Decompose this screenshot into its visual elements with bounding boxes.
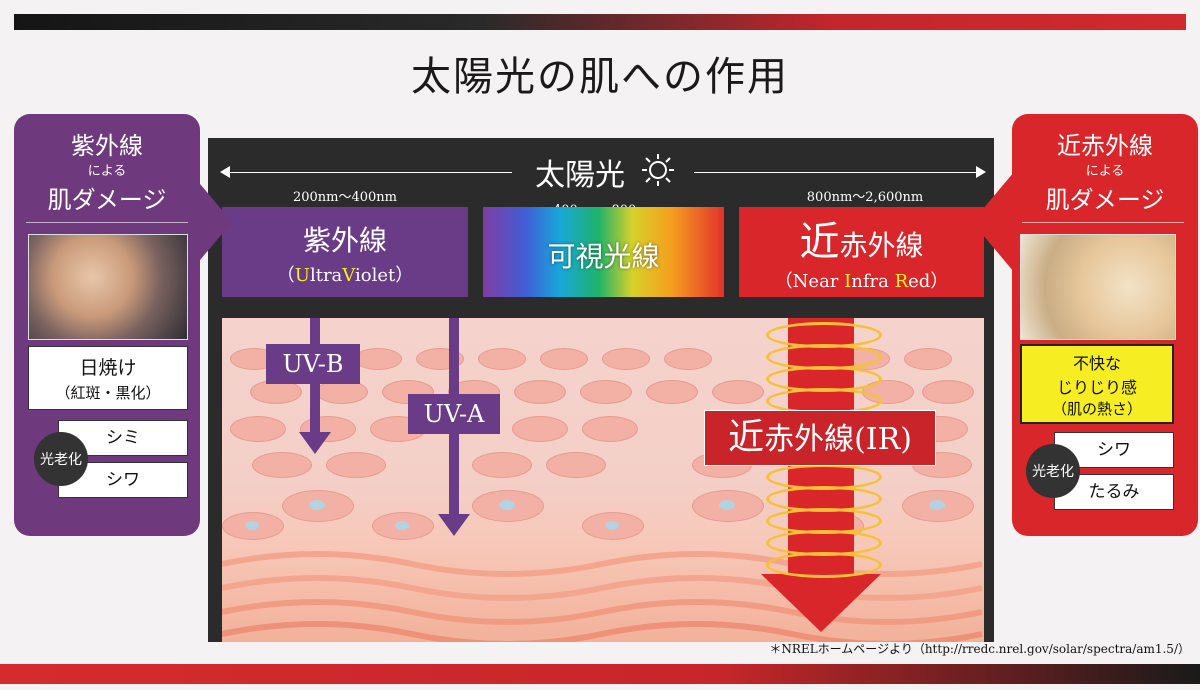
- ir-arrow-label: 近赤外線(IR): [704, 410, 936, 466]
- uv-band-subtitle: （UltraViolet）: [276, 265, 414, 286]
- source-footnote: ＊NRELホームページより（http://rredc.nrel.gov/sola…: [769, 642, 1190, 656]
- top-decor-bar: [14, 14, 1186, 30]
- ir-range-label: 800nm～2,600nm: [806, 190, 924, 205]
- visible-band: 可視光線: [483, 207, 724, 297]
- ir-arrow-head: [761, 574, 881, 632]
- visible-band-title: 可視光線: [547, 240, 660, 273]
- sun-title: 太陽光: [535, 158, 625, 193]
- right-panel-heading: 近赤外線: [1057, 132, 1153, 160]
- right-panel-pointer: [972, 172, 1014, 272]
- bottom-decor-bar: [0, 664, 1200, 684]
- uv-band: 紫外線 （UltraViolet）: [222, 207, 468, 297]
- heat-discomfort-box: 不快な じりじり感 （肌の熱さ）: [1020, 344, 1174, 424]
- photoaging-badge-left: 光老化: [34, 432, 88, 486]
- left-panel-subheading: による: [87, 164, 127, 179]
- uva-arrow-head: [438, 514, 470, 536]
- ir-band-title: 近赤外線: [799, 219, 924, 265]
- heat-discomfort-photo: [1020, 234, 1176, 340]
- photoaging-wrinkles-left: シワ: [58, 462, 188, 498]
- uv-range-label: 200nm～400nm: [292, 190, 398, 205]
- right-panel-rule: [1022, 222, 1184, 223]
- uvb-label: UV-B: [266, 344, 360, 384]
- left-panel-pointer: [190, 172, 232, 272]
- sunburn-photo: [28, 234, 188, 340]
- uv-band-title: 紫外線: [302, 224, 387, 257]
- ir-band: 近赤外線 （Near Infra Red）: [739, 207, 984, 297]
- sunburn-box: 日焼け （紅斑・黒化）: [28, 346, 188, 410]
- ir-band-subtitle: （Near Infra Red）: [774, 271, 949, 292]
- uvb-arrow-head: [299, 432, 331, 454]
- uva-label: UV-A: [408, 394, 500, 434]
- right-panel-subheading: による: [1085, 164, 1125, 179]
- left-panel-rule: [26, 222, 188, 223]
- sun-icon: [642, 154, 674, 186]
- sun-range-line-right: [694, 172, 984, 173]
- left-panel-heading-2: 肌ダメージ: [47, 186, 167, 214]
- right-panel-heading-2: 肌ダメージ: [1045, 186, 1165, 214]
- sun-range-line-left: [222, 172, 512, 173]
- left-panel-heading: 紫外線: [71, 132, 143, 160]
- page-title: 太陽光の肌への作用: [411, 54, 789, 100]
- photoaging-badge-right: 光老化: [1026, 444, 1080, 498]
